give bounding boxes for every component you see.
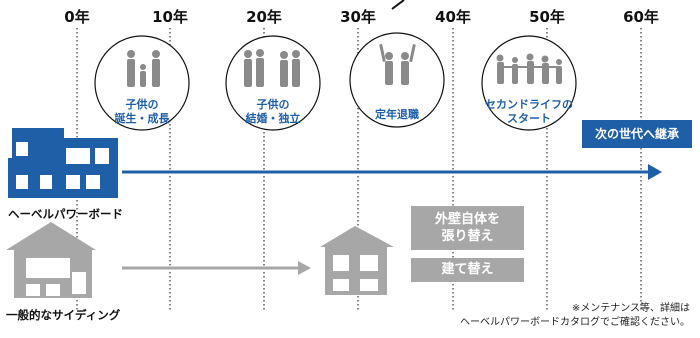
stage-label-4-line1: セカンドライフの <box>485 98 573 111</box>
couples-icon <box>244 49 300 87</box>
year-label-50: 50年 <box>529 8 565 26</box>
stage-label-2: 子供の 結婚・独立 <box>233 98 313 126</box>
hebel-label: ヘーベルパワーボード <box>8 207 123 221</box>
year-label-10: 10年 <box>152 8 188 26</box>
siding-arrow-head <box>298 261 311 275</box>
year-label-40: 40年 <box>435 8 471 26</box>
cracked-house-icon <box>320 226 394 295</box>
year-label-0: 0年 <box>64 8 90 26</box>
maintenance-note-line1: ※メンテナンス等、詳細は <box>571 303 690 314</box>
stage-label-1: 子供の 誕生・成長 <box>102 98 182 126</box>
maintenance-note: ※メンテナンス等、詳細は ヘーベルパワーボードカタログでご確認ください。 <box>460 302 690 330</box>
stage-label-4-line2: スタート <box>507 112 551 125</box>
crack-lines <box>337 255 374 271</box>
stage-label-1-line1: 子供の <box>125 98 159 111</box>
wall-replacement-box: 外壁自体を 張り替え <box>411 206 524 250</box>
hebel-house-icon <box>8 128 118 198</box>
rebuild-box: 建て替え <box>411 258 524 282</box>
stage-label-2-line1: 子供の <box>256 98 290 111</box>
group-holding-hands-icon <box>496 53 562 84</box>
stage-label-2-line2: 結婚・独立 <box>245 112 301 125</box>
stage-label-3: 定年退職 <box>357 108 437 122</box>
hebel-arrow-head <box>648 164 662 180</box>
wall-replacement-line2: 張り替え <box>441 229 494 244</box>
stage-label-1-line2: 誕生・成長 <box>114 112 170 125</box>
stage-label-3-line2: 定年退職 <box>375 108 419 121</box>
stage-label-4: セカンドライフの スタート <box>479 98 579 126</box>
wall-replacement-line1: 外壁自体を <box>434 212 500 227</box>
year-label-60: 60年 <box>623 8 659 26</box>
top-accent-stroke <box>391 0 405 10</box>
maintenance-note-line2: ヘーベルパワーボードカタログでご確認ください。 <box>460 317 690 328</box>
family-icon <box>127 50 160 87</box>
year-label-20: 20年 <box>246 8 282 26</box>
siding-label: 一般的なサイディング <box>6 308 121 322</box>
next-generation-badge: 次の世代へ継承 <box>582 120 692 148</box>
stage-circle-3 <box>349 32 445 128</box>
cheering-couple-icon <box>379 43 416 85</box>
year-label-30: 30年 <box>340 8 376 26</box>
